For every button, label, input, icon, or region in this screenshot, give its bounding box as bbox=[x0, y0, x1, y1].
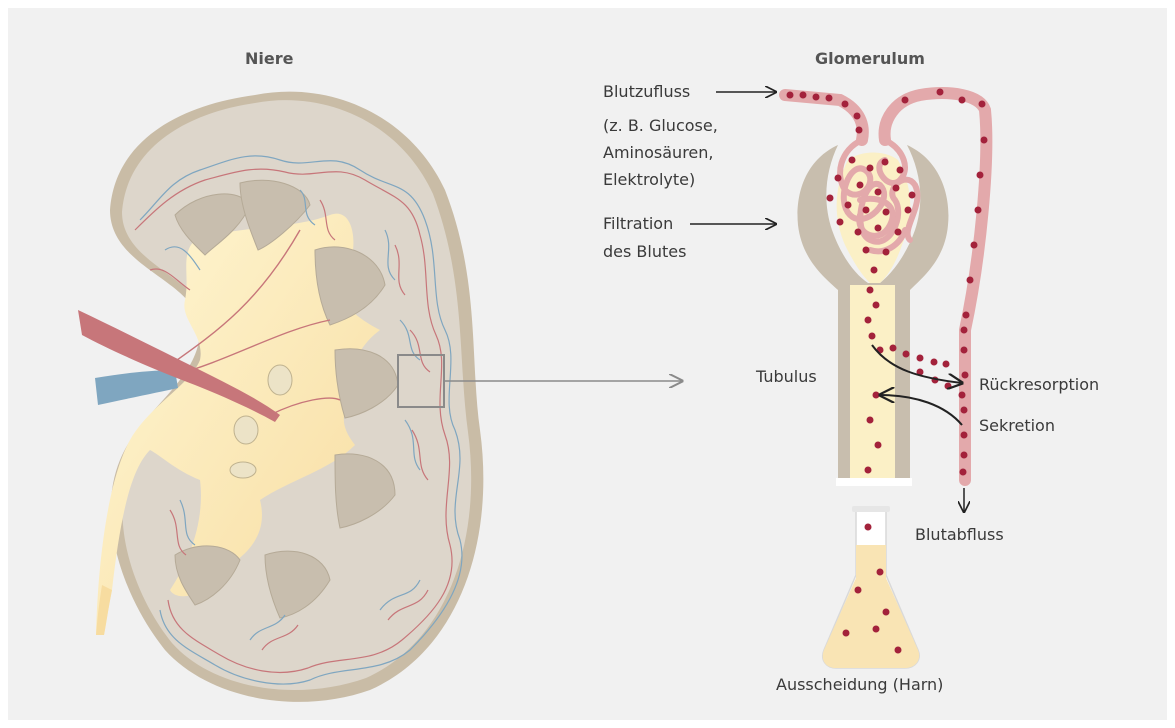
inflow-detail-3: Elektrolyte) bbox=[603, 170, 695, 189]
secretion-label: Sekretion bbox=[979, 416, 1055, 435]
outflow-label: Blutabfluss bbox=[915, 525, 1004, 544]
kidney bbox=[78, 92, 483, 702]
glomerulus-title: Glomerulum bbox=[815, 49, 925, 68]
kidney-title: Niere bbox=[245, 49, 294, 68]
calyx bbox=[268, 365, 292, 395]
reabsorption-label: Rückresorption bbox=[979, 375, 1099, 394]
flask-rim bbox=[852, 506, 890, 512]
flask-liquid bbox=[823, 545, 919, 668]
calyx bbox=[230, 462, 256, 478]
filtration-label: Filtration bbox=[603, 214, 673, 233]
urine-flask bbox=[823, 506, 919, 668]
calyx bbox=[234, 416, 258, 444]
inflow-detail-1: (z. B. Glucose, bbox=[603, 116, 718, 135]
inflow-detail-2: Aminosäuren, bbox=[603, 143, 713, 162]
nephron bbox=[785, 89, 988, 513]
filtration-detail: des Blutes bbox=[603, 242, 686, 261]
tubule-lumen bbox=[850, 285, 895, 478]
tubulus-label: Tubulus bbox=[755, 367, 817, 386]
excretion-label: Ausscheidung (Harn) bbox=[776, 675, 943, 694]
tubule-end bbox=[836, 478, 912, 486]
inflow-label: Blutzufluss bbox=[603, 82, 690, 101]
